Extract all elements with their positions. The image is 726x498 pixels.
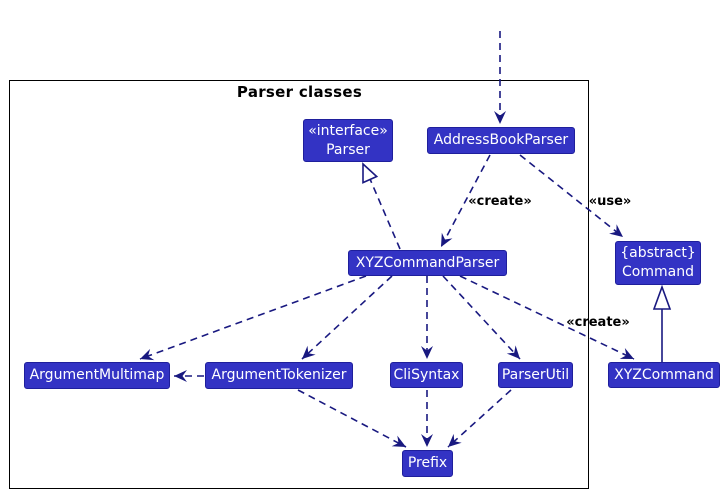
class-parserutil: ParserUtil: [498, 362, 573, 388]
class-addressbookparser: AddressBookParser: [427, 127, 575, 154]
edge-addressbookparser-create-xyzcommandparser: [440, 154, 491, 248]
edge-xyzcommandparser-realizes-parser: [362, 162, 401, 250]
frame-title: Parser classes: [236, 83, 363, 101]
xyzcommand-class-name: XYZCommand: [614, 366, 714, 383]
argumenttokenizer-class-name: ArgumentTokenizer: [211, 367, 347, 383]
prefix-class-name: Prefix: [407, 455, 448, 471]
edge-parserutil-to-prefix: [447, 389, 512, 448]
edge-addressbookparser-use-command: [519, 154, 624, 238]
class-argumenttokenizer: ArgumentTokenizer: [205, 362, 353, 389]
use-label-command: «use»: [588, 194, 632, 209]
parserutil-class-name: ParserUtil: [501, 366, 570, 383]
xyzcommandparser-class-name: XYZCommandParser: [355, 254, 500, 271]
class-prefix: Prefix: [402, 450, 453, 477]
create-label-xyzcommandparser: «create»: [468, 194, 532, 209]
command-stereotype-label: {abstract}: [620, 245, 696, 261]
argumentmultimap-class-name: ArgumentMultimap: [29, 367, 165, 383]
parser-classes-frame: [9, 80, 589, 489]
class-argumentmultimap: ArgumentMultimap: [24, 362, 170, 389]
class-xyzcommand: XYZCommand: [608, 362, 720, 388]
clisyntax-class-name: CliSyntax: [393, 366, 460, 383]
class-command-abstract: {abstract} Command: [615, 241, 701, 285]
class-clisyntax: CliSyntax: [390, 362, 463, 388]
parser-class-name: Parser: [326, 141, 370, 158]
edge-xyzcommandparser-to-argumentmultimap: [139, 275, 367, 361]
edge-xyzcommandparser-to-parserutil: [442, 275, 521, 360]
class-xyzcommandparser: XYZCommandParser: [348, 250, 507, 276]
command-class-name: Command: [622, 264, 694, 280]
class-parser-interface: «interface» Parser: [303, 119, 393, 162]
addressbookparser-class-name: AddressBookParser: [433, 132, 569, 148]
edge-xyzcommandparser-to-argumenttokenizer: [301, 275, 393, 360]
create-label-xyzcommand: «create»: [566, 315, 630, 330]
edge-argumenttokenizer-to-prefix: [297, 389, 407, 448]
edge-xyzcommand-extends-command: [652, 284, 672, 362]
parser-stereotype-label: «interface»: [308, 122, 388, 139]
edge-xyzcommandparser-create-xyzcommand: [459, 275, 635, 360]
